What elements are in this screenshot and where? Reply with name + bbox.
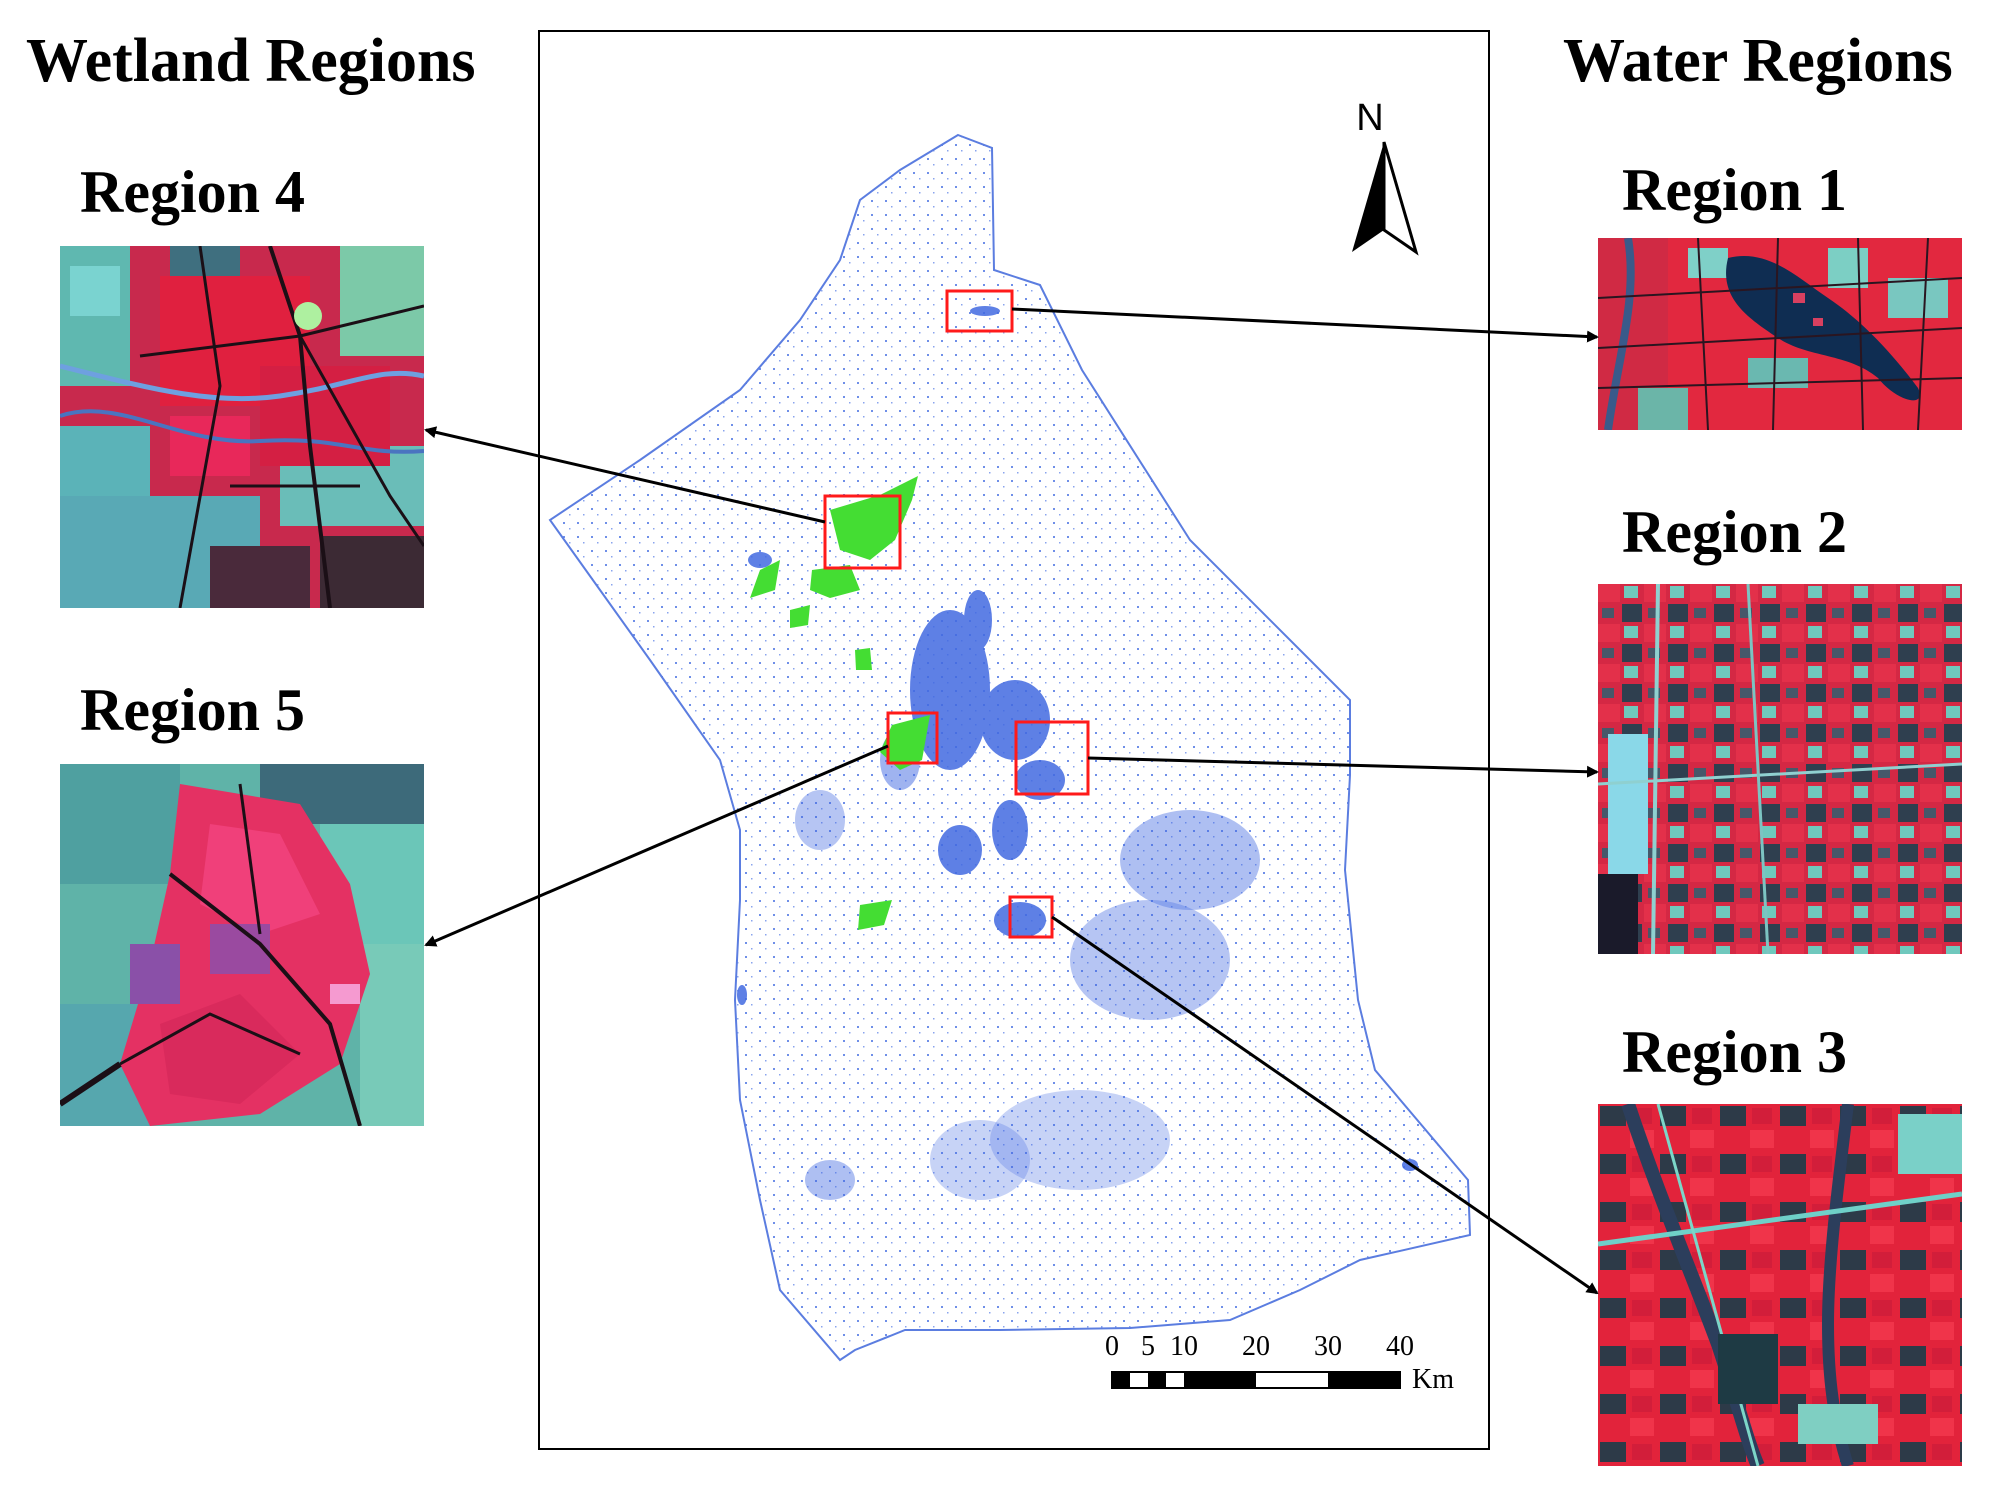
region-4-image [60, 246, 424, 608]
region-5-image [60, 764, 424, 1126]
region-1-title: Region 1 [1622, 157, 1847, 223]
water-regions-heading: Water Regions [1563, 27, 1953, 95]
region-3-title: Region 3 [1622, 1019, 1847, 1085]
region-4-title: Region 4 [80, 159, 305, 225]
region-1-image [1598, 238, 1962, 430]
wetland-regions-heading: Wetland Regions [26, 27, 476, 95]
region-2-title: Region 2 [1622, 499, 1847, 565]
region-5-title: Region 5 [80, 677, 305, 743]
region-2-image [1598, 584, 1962, 954]
region-3-image [1598, 1104, 1962, 1466]
map-frame [538, 30, 1490, 1450]
